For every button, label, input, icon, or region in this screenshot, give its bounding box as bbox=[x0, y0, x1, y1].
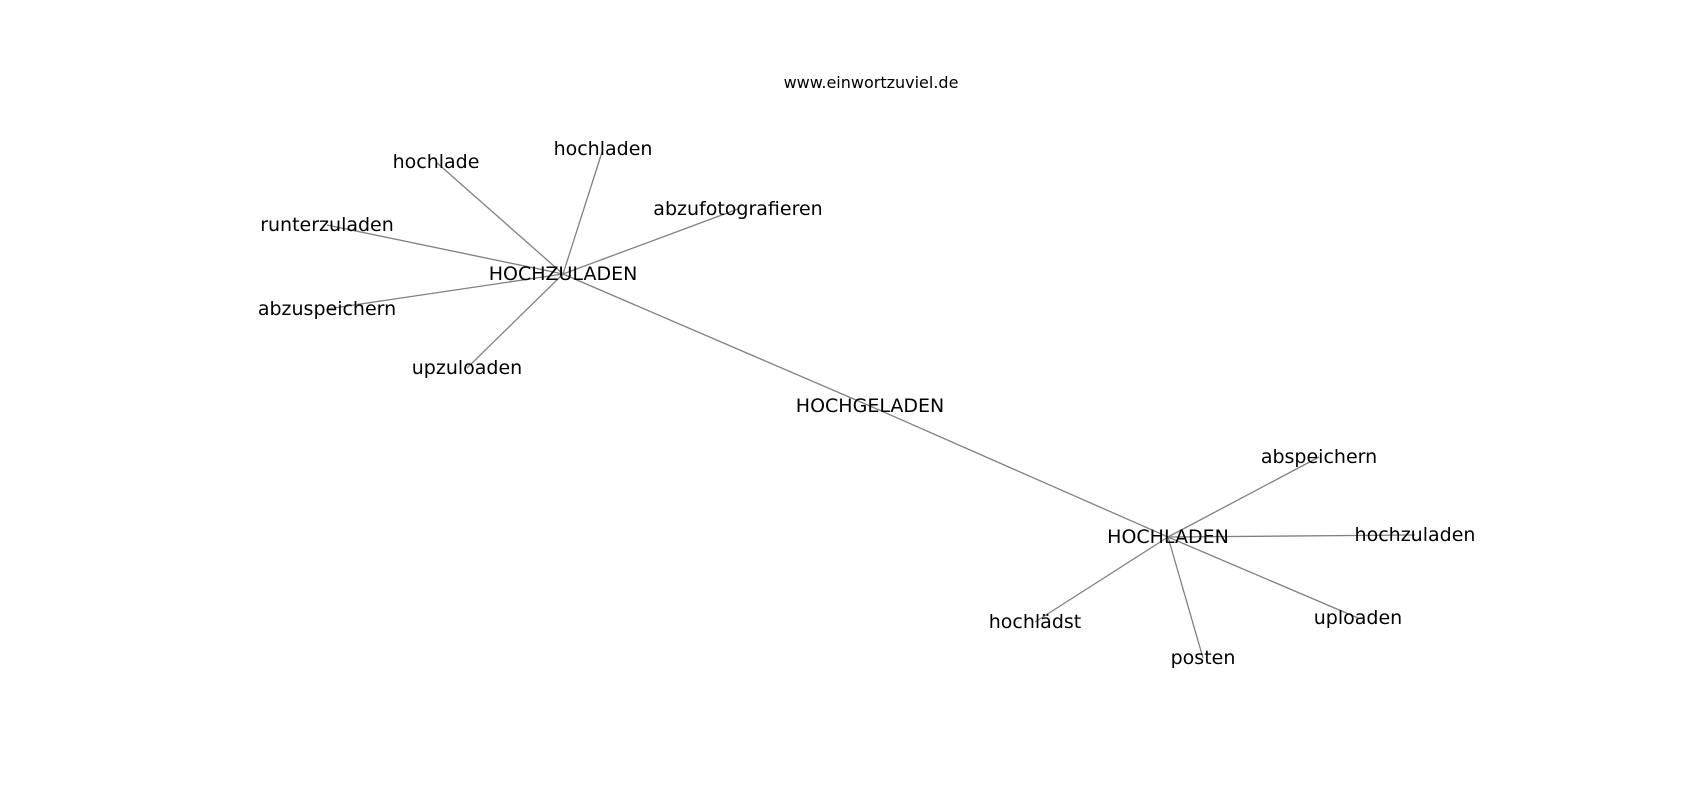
node-label-abzufotografieren: abzufotografieren bbox=[653, 198, 822, 220]
edge-hochladen-abspeichern bbox=[1167, 456, 1320, 538]
edge-hochzuladen-hochgeladen bbox=[562, 273, 871, 407]
edge-hochgeladen-hochladen bbox=[869, 405, 1169, 538]
node-label-abspeichern: abspeichern bbox=[1261, 446, 1377, 468]
node-label-upzuloaden: upzuloaden bbox=[412, 357, 522, 379]
node-label-hochgeladen: HOCHGELADEN bbox=[796, 395, 944, 417]
node-label-hochladen: hochladen bbox=[554, 138, 653, 160]
edge-hochzuladen-hochladen bbox=[562, 148, 604, 275]
node-label-hochlade: hochlade bbox=[393, 151, 480, 173]
node-group: HOCHZULADEN HOCHGELADEN HOCHLADEN hochlade h… bbox=[258, 138, 1476, 669]
node-label-hochzuladen: hochzuladen bbox=[1355, 524, 1476, 546]
edge-hochladen-posten bbox=[1167, 536, 1204, 659]
node-label-runterzuladen: runterzuladen bbox=[260, 214, 394, 236]
edge-hochzuladen-abzuspeichern bbox=[326, 273, 564, 310]
edge-hochladen-hochlädst bbox=[1034, 536, 1169, 623]
node-label-hochlädst: hochlädst bbox=[989, 611, 1082, 633]
edge-hochzuladen-runterzuladen bbox=[326, 224, 564, 275]
edge-group bbox=[326, 148, 1416, 659]
node-label-hochzuladen: HOCHZULADEN bbox=[489, 263, 638, 285]
edge-hochladen-hochzuladen bbox=[1167, 534, 1416, 538]
node-label-abzuspeichern: abzuspeichern bbox=[258, 298, 396, 320]
edge-hochzuladen-hochlade bbox=[435, 161, 564, 275]
edge-hochladen-uploaden bbox=[1167, 536, 1359, 619]
node-label-posten: posten bbox=[1171, 647, 1236, 669]
node-label-uploaden: uploaden bbox=[1314, 607, 1402, 629]
source-label: www.einwortzuviel.de bbox=[784, 73, 959, 92]
edge-hochzuladen-abzufotografieren bbox=[562, 208, 739, 275]
edge-hochzuladen-upzuloaden bbox=[466, 273, 564, 369]
node-label-hochladen: HOCHLADEN bbox=[1107, 526, 1229, 548]
